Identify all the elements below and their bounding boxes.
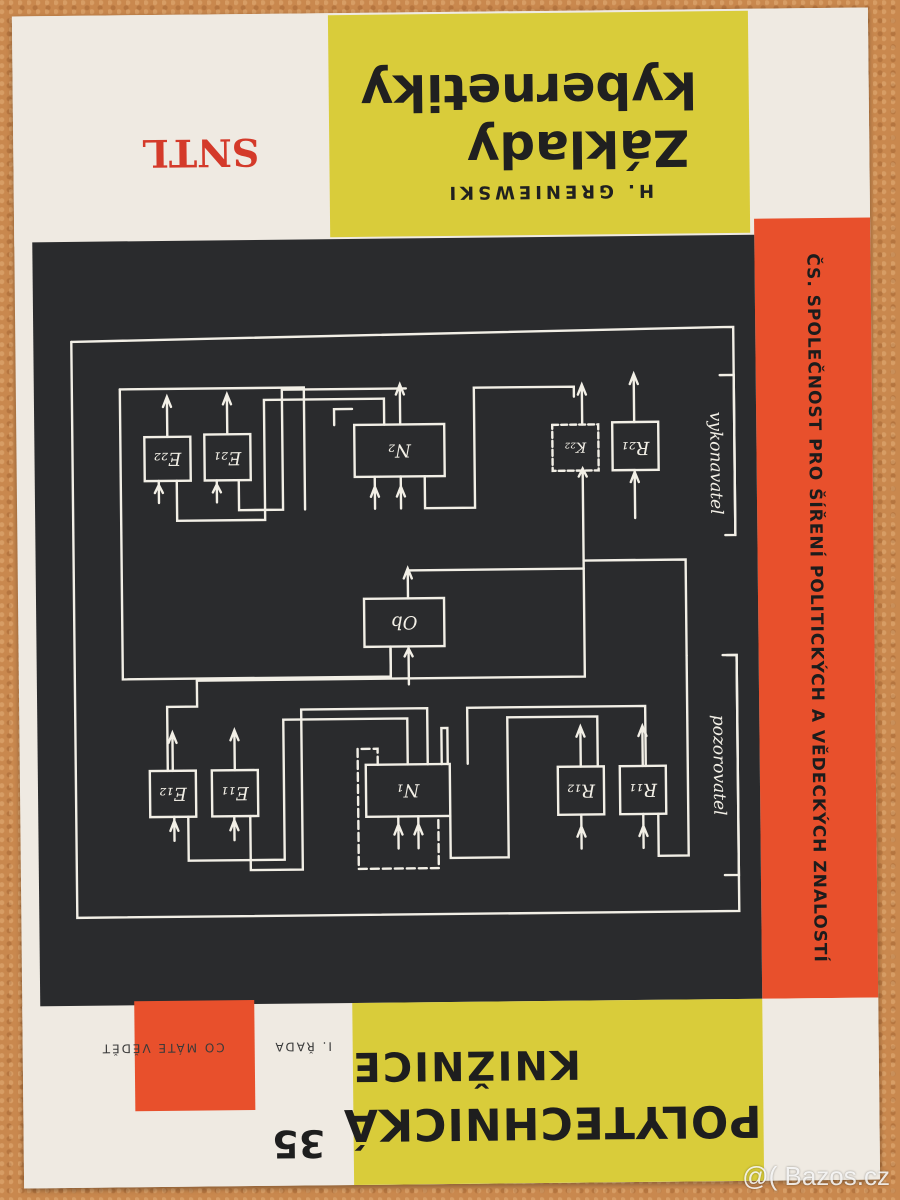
outer-loop-top [70, 325, 737, 537]
block-Ob [362, 596, 446, 649]
volume-number: 35 [272, 1121, 326, 1166]
label-E11: E₁₁ [221, 782, 250, 803]
series-rank: I. ŘADA [273, 1039, 332, 1054]
title-line-1: Základy [466, 118, 690, 179]
label-executor: vykonavatel [705, 412, 726, 515]
label-R12: R₁₂ [567, 779, 596, 800]
label-N2: N₂ [388, 439, 412, 460]
label-E21: E₂₁ [214, 447, 243, 468]
society-text: ČS. SPOLEČNOST PRO ŠÍŘENÍ POLITICKÝCH A … [802, 253, 830, 964]
series-subtitle: CO MÁTE VĚDĚT [100, 1040, 225, 1056]
title-line-2: kybernetiky [360, 60, 698, 122]
series-title-line-2: KNIŽNICE [351, 1040, 582, 1090]
title-panel: kybernetiky Základy H. GRENIEWSKI [327, 10, 751, 238]
label-K22: K₂₂ [564, 439, 587, 455]
block-K22 [550, 423, 600, 473]
label-E22: E₂₂ [154, 448, 183, 469]
author-name: H. GRENIEWSKI [445, 179, 655, 203]
book-cover: kybernetiky Základy H. GRENIEWSKI SNTL Č… [11, 7, 881, 1189]
inner-loop-line [118, 388, 393, 681]
series-title-line-1: POLYTECHNICKÁ [342, 1094, 762, 1151]
label-R21: R₂₁ [621, 437, 650, 458]
diagram-board: E₂₂ E₂₁ N₂ K₂₂ R₂₁ Ob E₁₂ E₁₁ N₁ R₁₂ R₁₁… [32, 234, 763, 1015]
society-band: ČS. SPOLEČNOST PRO ŠÍŘENÍ POLITICKÝCH A … [754, 217, 879, 999]
label-Ob: Ob [391, 611, 417, 632]
label-E12: E₁₂ [159, 783, 188, 804]
series-yellow-block [352, 998, 765, 1185]
publisher-logo: SNTL [141, 129, 260, 177]
watermark: @( Bazos.cz [742, 1161, 890, 1191]
block-diagram: E₂₂ E₂₁ N₂ K₂₂ R₂₁ Ob E₁₂ E₁₁ N₁ R₁₂ R₁₁… [70, 325, 741, 920]
label-observer: pozorovatel [708, 715, 729, 816]
series-orange-block [134, 1000, 256, 1112]
label-N1: N₁ [396, 779, 420, 800]
label-R11: R₁₁ [629, 779, 658, 800]
